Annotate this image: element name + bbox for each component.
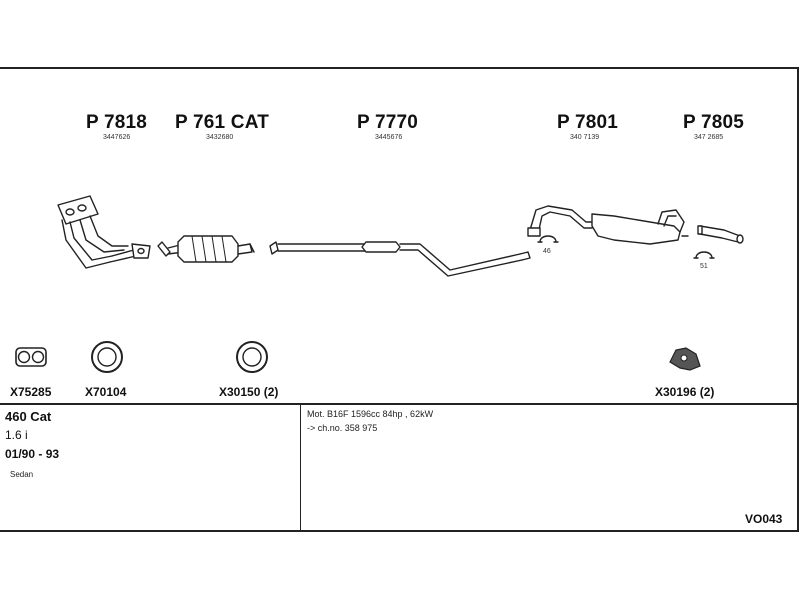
rear-silencer — [527, 205, 689, 245]
catalytic-converter — [157, 235, 255, 263]
chassis-note: -> ch.no. 358 975 — [307, 423, 378, 433]
flange-gasket-icon — [15, 347, 47, 367]
part-serial-tail-pipe: 347 2685 — [694, 134, 724, 141]
gasket-code-x75285: X75285 — [10, 385, 52, 399]
diagram-frame — [0, 67, 799, 532]
gasket-code-x70104: X70104 — [85, 385, 127, 399]
engine-note: Mot. B16F 1596cc 84hp , 62kW — [307, 409, 434, 419]
gasket-code-x30196: X30196 (2) — [655, 385, 715, 399]
table-divider — [0, 403, 799, 405]
gasket-code-x30150: X30150 (2) — [219, 385, 279, 399]
ring-gasket-icon — [91, 341, 123, 373]
part-number-rear-silencer: P 7801 — [557, 112, 619, 133]
part-number-manifold: P 7818 — [86, 112, 148, 133]
part-serial-catalyst: 3432680 — [206, 134, 234, 141]
ring-gasket-icon — [236, 341, 268, 373]
table-column-divider — [300, 404, 301, 532]
part-serial-manifold: 3447626 — [103, 134, 131, 141]
middle-pipe — [269, 241, 531, 277]
vehicle-body: Sedan — [10, 470, 34, 479]
clamp-46 — [537, 235, 559, 243]
part-serial-middle-pipe: 3445676 — [375, 134, 403, 141]
tail-pipe — [697, 225, 744, 244]
clamp-51 — [693, 251, 715, 259]
part-number-catalyst: P 761 CAT — [175, 112, 270, 133]
clamp-label-51: 51 — [700, 263, 708, 270]
vehicle-engine: 1.6 i — [5, 428, 28, 442]
diagram-code: VO043 — [745, 512, 783, 526]
vehicle-years: 01/90 - 93 — [5, 447, 60, 461]
exhaust-manifold — [57, 195, 151, 269]
part-number-middle-pipe: P 7770 — [357, 112, 419, 133]
part-number-tail-pipe: P 7805 — [683, 112, 745, 133]
clamp-label-46: 46 — [543, 248, 551, 255]
rubber-mount-icon — [669, 347, 701, 371]
vehicle-model: 460 Cat — [5, 409, 52, 424]
part-serial-rear-silencer: 340 7139 — [570, 134, 600, 141]
